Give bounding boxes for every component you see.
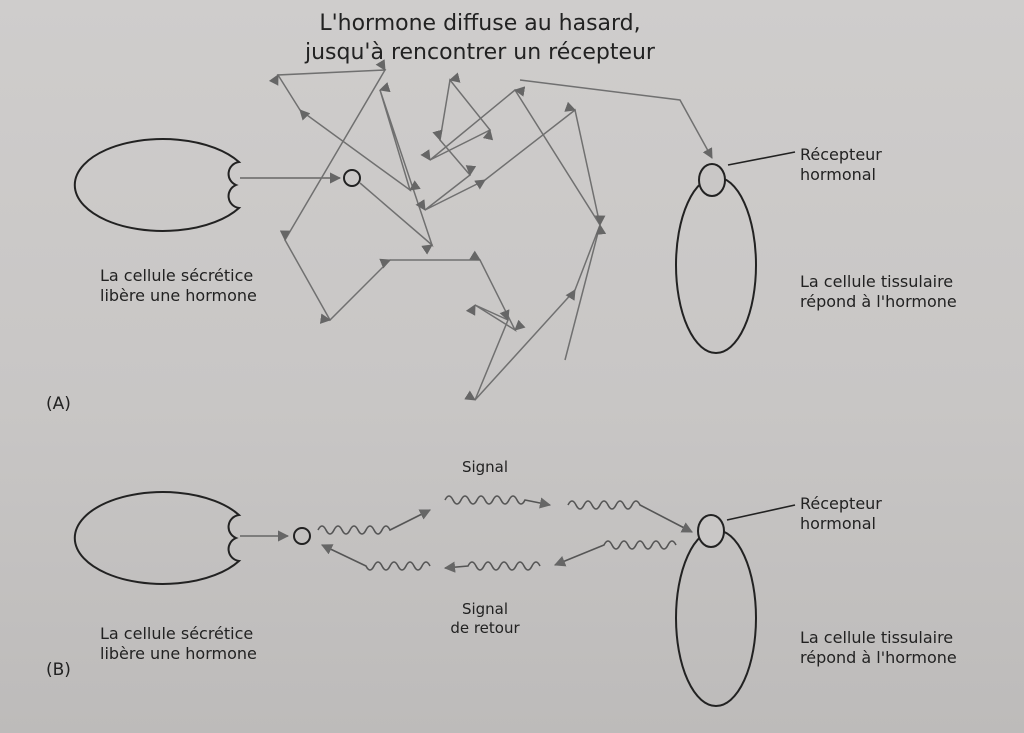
secretory-label-b: La cellule sécrétice libère une hormone <box>100 624 257 663</box>
signal-label: Signal <box>461 458 509 476</box>
random-walk-path <box>268 59 607 401</box>
return-wave-1 <box>553 540 677 567</box>
return-wave-3 <box>320 544 431 571</box>
path-to-receptor <box>519 79 713 159</box>
hormone-receptor-a <box>698 163 726 197</box>
hormone-molecule-b <box>293 527 311 545</box>
signal-wave-1 <box>317 509 432 535</box>
tissue-cell-a <box>675 176 757 354</box>
hormone-receptor-b <box>697 514 725 548</box>
signal-wave-2 <box>444 495 552 509</box>
receptor-leader-b <box>726 504 796 521</box>
return-signal-label: Signal de retour <box>450 600 520 637</box>
receptor-label-b: Récepteur hormonal <box>800 494 882 533</box>
secretory-cell-a <box>73 138 242 232</box>
tissue-cell-b <box>675 529 757 707</box>
secretory-cell-b <box>73 491 242 585</box>
return-wave-2 <box>443 561 541 573</box>
secretory-label-a: La cellule sécrétice libère une hormone <box>100 266 257 305</box>
panel-a-title: L'hormone diffuse au hasard, jusqu'à ren… <box>305 11 655 65</box>
tissue-label-b: La cellule tissulaire répond à l'hormone <box>800 628 957 667</box>
panel-label-a: (A) <box>46 394 71 414</box>
hormone-molecule-a <box>343 169 361 187</box>
receptor-label-a: Récepteur hormonal <box>800 145 882 184</box>
panel-label-b: (B) <box>46 660 71 680</box>
receptor-leader-a <box>727 151 796 166</box>
signal-wave-3 <box>567 500 693 533</box>
tissue-label-a: La cellule tissulaire répond à l'hormone <box>800 272 957 311</box>
